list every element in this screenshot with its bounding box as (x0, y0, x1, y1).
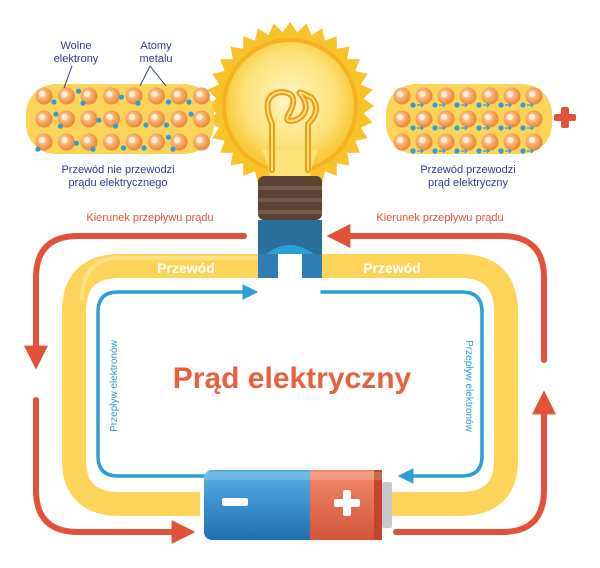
electron-motion-arrow (505, 102, 512, 108)
moving-electron (410, 125, 416, 131)
inset-conducting-wire: Przewód przewodzi prąd elektryczny (386, 84, 576, 189)
positive-terminal-icon (554, 107, 576, 128)
current-direction-label-right: Kierunek przepływu prądu (376, 212, 503, 224)
free-electrons-left (35, 88, 194, 152)
electron-motion-arrow (461, 102, 468, 108)
wire-loop (62, 254, 518, 516)
label-metal-atoms-2: metalu (139, 53, 172, 65)
current-direction-arrows (23, 224, 556, 544)
electron-motion-arrow (483, 125, 490, 131)
plus-icon (334, 490, 360, 516)
moving-electron (454, 125, 460, 131)
moving-electron (432, 125, 438, 131)
caption-conducting-2: prąd elektryczny (428, 177, 509, 189)
free-electron (57, 123, 64, 129)
free-electron (143, 122, 149, 128)
moving-electrons-right (410, 102, 534, 154)
metal-atoms-left (35, 87, 210, 151)
electron-motion-arrow (527, 148, 534, 154)
battery (204, 470, 392, 540)
free-electron (80, 100, 86, 106)
current-arrow-top-left (23, 233, 247, 370)
metal-atoms-right (393, 87, 543, 151)
free-electron (51, 99, 57, 105)
electron-motion-arrow (417, 125, 424, 131)
moving-electron (498, 125, 504, 131)
moving-electron (454, 102, 460, 108)
electron-arrow-right (320, 290, 484, 484)
free-electron (75, 88, 82, 94)
moving-electron (520, 148, 526, 154)
free-electron (53, 111, 59, 117)
electron-flow-label-left: Przepływ elektronów (109, 339, 120, 431)
moving-electron (520, 102, 526, 108)
free-electron (163, 122, 170, 128)
electron-motion-arrow (461, 125, 468, 131)
free-electron (186, 99, 192, 105)
current-direction-label-left: Kierunek przepływu prądu (86, 212, 213, 224)
electron-flow-label-right: Przepływ elektronów (463, 340, 474, 432)
current-arrow-bottom-left (33, 397, 196, 544)
inset-non-conducting-wire: Wolne elektrony Atomy metalu Przewód nie… (26, 40, 214, 189)
electron-motion-arrow (505, 125, 512, 131)
free-electron (73, 140, 80, 146)
free-electron (165, 134, 172, 140)
moving-electron (432, 102, 438, 108)
free-electron (96, 117, 102, 123)
free-electron (170, 146, 176, 152)
caption-conducting-1: Przewód przewodzi (420, 164, 515, 176)
free-electron (141, 145, 147, 151)
free-electron (120, 145, 127, 151)
moving-electron (498, 148, 504, 154)
electron-flow-arrows (96, 284, 484, 484)
free-electron (165, 99, 172, 105)
minus-icon (222, 498, 248, 506)
caption-non-conducting-1: Przewód nie przewodzi (61, 164, 174, 176)
free-electron (35, 146, 41, 152)
moving-electron (476, 148, 482, 154)
free-electron (90, 146, 96, 152)
moving-electron (432, 148, 438, 154)
moving-electron (410, 102, 416, 108)
electron-motion-arrow (439, 125, 446, 131)
wire-label-right: Przewód (363, 260, 421, 276)
current-arrow-bottom-right (393, 390, 556, 535)
moving-electron (410, 148, 416, 154)
moving-electron (476, 102, 482, 108)
moving-electron (454, 148, 460, 154)
electron-motion-arrow (527, 102, 534, 108)
light-bulb (206, 22, 374, 278)
wire-label-left: Przewód (157, 260, 215, 276)
caption-non-conducting-2: prądu elektrycznego (68, 177, 167, 189)
label-metal-atoms-1: Atomy (140, 40, 172, 52)
battery-terminal (382, 482, 392, 528)
label-free-electrons-2: elektrony (54, 53, 99, 65)
electron-motion-arrow (483, 102, 490, 108)
electron-motion-arrow (461, 148, 468, 154)
moving-electron (498, 102, 504, 108)
moving-electron (520, 125, 526, 131)
free-electron (135, 100, 141, 106)
electron-motion-arrow (417, 148, 424, 154)
electron-motion-arrow (417, 102, 424, 108)
current-arrow-top-right (326, 224, 547, 363)
free-electron (188, 111, 194, 117)
diagram-title: Prąd elektryczny (173, 362, 412, 395)
free-electron (112, 123, 119, 129)
battery-negative-side (204, 470, 316, 540)
moving-electron (476, 125, 482, 131)
electron-motion-arrow (439, 102, 446, 108)
electron-motion-arrow (527, 125, 534, 131)
electron-arrow-left (96, 284, 259, 478)
electron-motion-arrow (483, 148, 490, 154)
electron-motion-arrow (505, 148, 512, 154)
label-free-electrons-1: Wolne (61, 40, 92, 52)
free-electron (118, 94, 125, 100)
electron-motion-arrow (439, 148, 446, 154)
